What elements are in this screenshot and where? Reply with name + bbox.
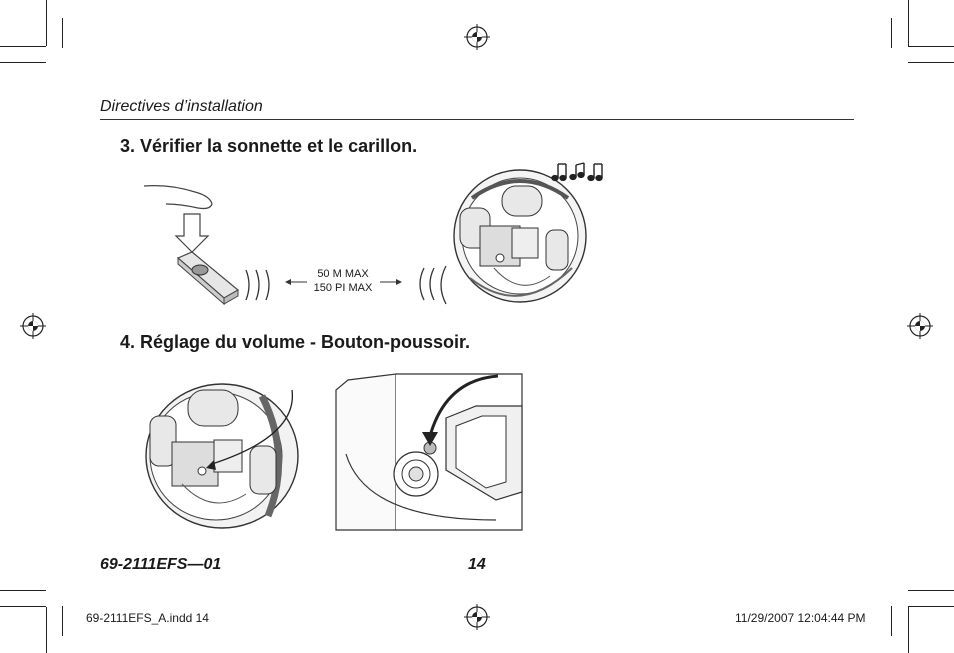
crop-mark — [908, 590, 954, 591]
crop-mark — [908, 46, 954, 47]
registration-mark-icon — [464, 24, 490, 50]
crop-mark — [908, 607, 909, 653]
crop-mark — [46, 607, 47, 653]
crop-mark — [0, 46, 46, 47]
slug-filename: 69-2111EFS_A.indd 14 — [86, 611, 209, 625]
crop-mark — [0, 606, 46, 607]
crop-mark — [891, 18, 892, 48]
range-left-arrow-icon — [285, 279, 307, 285]
crop-mark — [891, 606, 892, 636]
registration-mark-icon — [907, 313, 933, 339]
crop-mark — [0, 62, 46, 63]
music-notes-icon — [551, 162, 603, 182]
crop-mark — [0, 590, 46, 591]
range-imperial: 150 PI MAX — [313, 282, 373, 294]
header-rule — [100, 119, 854, 120]
slug-timestamp: 11/29/2007 12:04:44 PM — [735, 611, 866, 625]
crop-mark — [46, 0, 47, 46]
step-4-title: 4. Réglage du volume - Bouton-poussoir. — [120, 332, 471, 352]
signal-waves-icon — [245, 269, 270, 301]
crop-mark — [62, 18, 63, 48]
step-3-title: 3. Vérifier la sonnette et le carillon. — [120, 136, 418, 156]
crop-mark — [908, 606, 954, 607]
volume-button-detail-illustration — [335, 373, 523, 531]
document-number: 69-2111EFS—01 — [100, 556, 222, 573]
crop-mark — [908, 0, 909, 46]
signal-waves-icon — [419, 265, 447, 305]
page-number: 14 — [468, 556, 486, 573]
chime-volume-button-illustration — [145, 383, 299, 529]
registration-mark-icon — [20, 313, 46, 339]
crop-mark — [908, 62, 954, 63]
crop-mark — [62, 606, 63, 636]
registration-mark-icon — [464, 604, 490, 630]
finger-press-illustration — [143, 185, 240, 306]
range-metric: 50 M MAX — [317, 268, 369, 280]
chime-unit-illustration — [453, 169, 587, 303]
range-label: 50 M MAX 150 PI MAX — [305, 267, 381, 295]
range-right-arrow-icon — [380, 279, 402, 285]
section-header: Directives d’installation — [100, 98, 263, 115]
